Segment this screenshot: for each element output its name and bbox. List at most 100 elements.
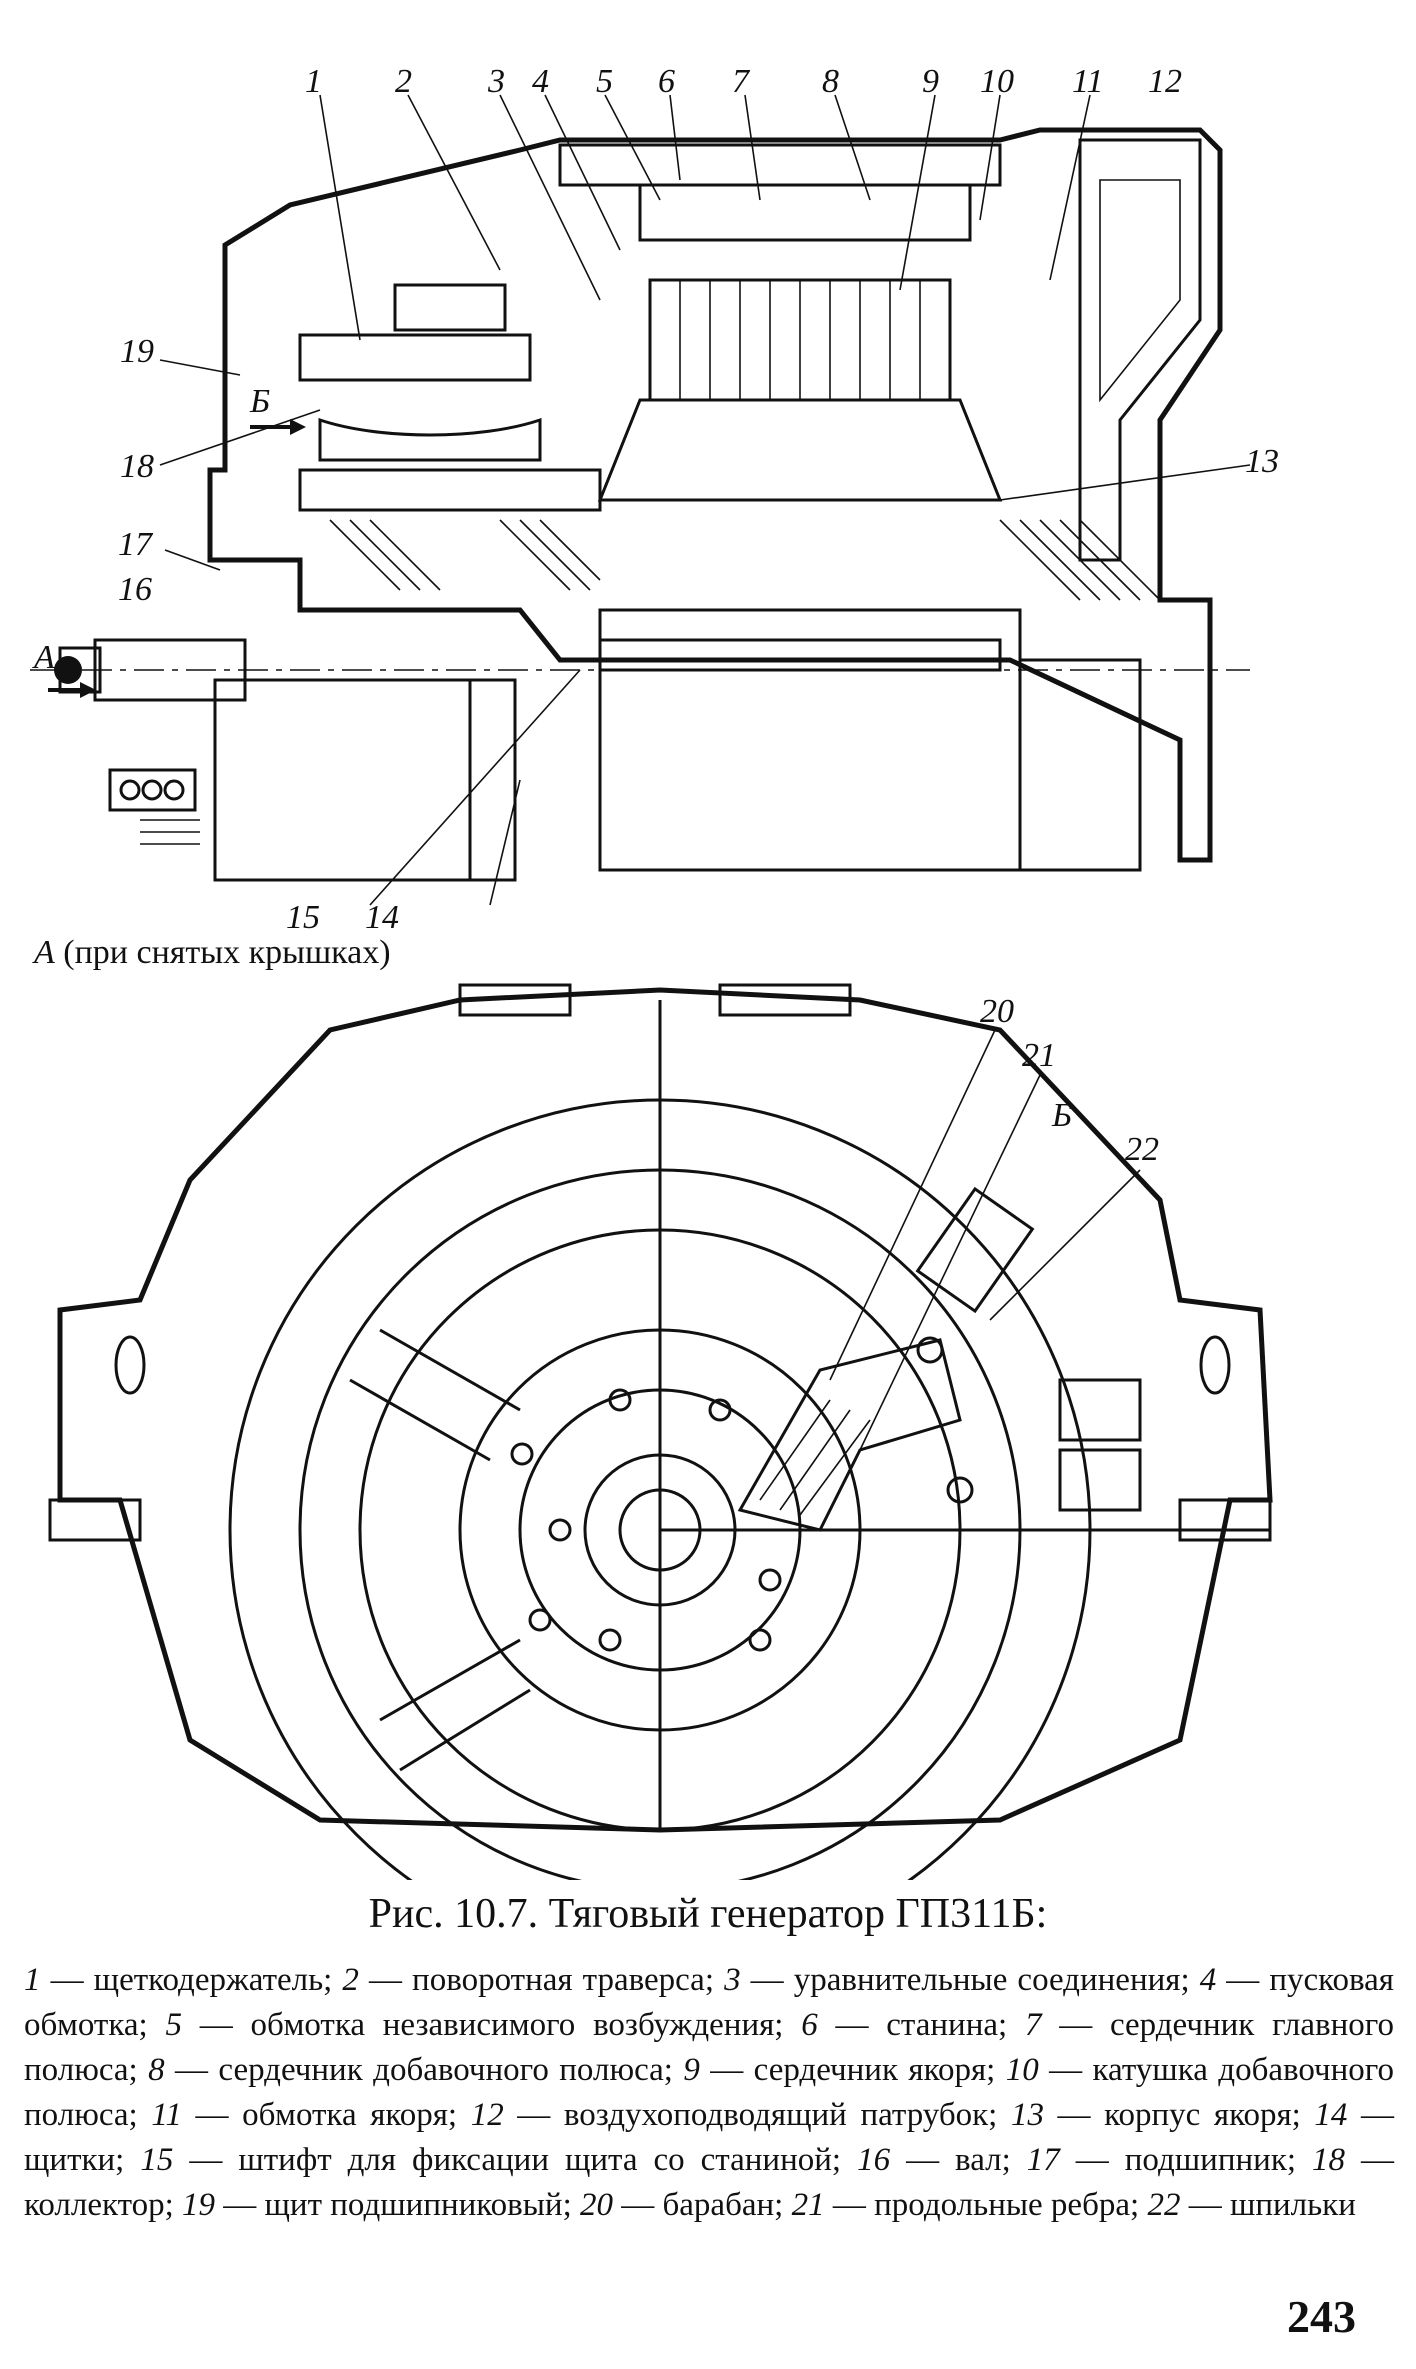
legend-item-number: 20 xyxy=(580,2187,613,2223)
callout-12: 12 xyxy=(1148,63,1182,100)
legend-item-number: 13 xyxy=(1010,2097,1044,2133)
callout-2: 2 xyxy=(395,63,412,100)
legend-item-text: — шпильки xyxy=(1180,2187,1356,2223)
legend-item-number: 7 xyxy=(1024,2007,1042,2043)
legend-item: 14 — щитки; xyxy=(24,2097,1394,2178)
callout-18: 18 xyxy=(120,448,154,485)
legend-item-text: — обмотка якоря; xyxy=(181,2097,471,2133)
letter-b-bottom: Б xyxy=(1051,1097,1072,1134)
technical-drawing: 1 2 3 4 5 6 7 8 9 10 11 12 13 14 15 16 1… xyxy=(30,63,1279,1880)
legend-item-text: — уравнительные соединения; xyxy=(740,1962,1200,1998)
letter-a-top: А xyxy=(32,639,55,676)
legend-item-text: — катушка добавочного полюса; xyxy=(24,2052,1394,2133)
legend-item-number: 15 xyxy=(140,2142,174,2178)
legend-item-number: 22 xyxy=(1147,2187,1181,2223)
letter-b-top: Б xyxy=(249,383,270,420)
figure-caption-title: Рис. 10.7. Тяговый генератор ГП311Б: xyxy=(368,1891,1048,1937)
figure-caption-legend: 1 — щеткодержатель; 2 — поворотная траве… xyxy=(24,1958,1394,2228)
callout-15: 15 xyxy=(286,899,320,936)
legend-item-number: 10 xyxy=(1005,2052,1039,2088)
legend-item: 17 — подшипник; xyxy=(1027,2142,1312,2178)
legend-item-number: 17 xyxy=(1026,2142,1060,2178)
legend-item: 18 — коллектор; xyxy=(24,2142,1394,2223)
legend-item-number: 2 xyxy=(342,1962,359,1998)
legend-item-number: 3 xyxy=(724,1962,741,1998)
legend-item-text: — станина; xyxy=(817,2007,1025,2043)
legend-item-number: 16 xyxy=(857,2142,891,2178)
legend-item: 19 — щит подшипниковый; xyxy=(182,2187,580,2223)
legend-item-number: 5 xyxy=(165,2007,182,2043)
arrow-b-icon xyxy=(250,419,306,435)
callout-1: 1 xyxy=(305,63,322,100)
legend-item: 15 — штифт для фиксации щита со станиной… xyxy=(140,2142,857,2178)
legend-item: 6 — станина; xyxy=(801,2007,1025,2043)
legend-item: 21 — продольные ребра; xyxy=(792,2187,1148,2223)
legend-item-number: 21 xyxy=(791,2187,825,2223)
callout-5: 5 xyxy=(596,63,613,100)
legend-item-number: 14 xyxy=(1314,2097,1348,2133)
legend-item-text: — обмотка независимого возбуждения; xyxy=(181,2007,802,2043)
view-a-text: (при снятых крышках) xyxy=(63,934,391,971)
legend-item: 4 — пусковая обмотка; xyxy=(24,1962,1394,2043)
legend-item-text: — сердечник главного полюса; xyxy=(24,2007,1395,2088)
legend-item-number: 11 xyxy=(151,2097,182,2133)
legend-item-text: — корпус якоря; xyxy=(1043,2097,1315,2133)
callout-6: 6 xyxy=(658,63,675,100)
legend-item-number: 4 xyxy=(1199,1962,1217,1998)
legend-item-text: — барабан; xyxy=(613,2187,792,2223)
legend-item: 13 — корпус якоря; xyxy=(1011,2097,1314,2133)
callout-19: 19 xyxy=(120,333,154,370)
callout-14: 14 xyxy=(365,899,399,936)
callout-21: 21 xyxy=(1022,1037,1056,1074)
page-number: 243 xyxy=(1287,2291,1356,2342)
legend-item-text: — воздухоподводящий патрубок; xyxy=(503,2097,1011,2133)
callout-22: 22 xyxy=(1125,1131,1159,1168)
longitudinal-section xyxy=(30,94,1251,906)
legend-item-text: — щитки; xyxy=(24,2097,1395,2178)
legend-item-number: 18 xyxy=(1312,2142,1346,2178)
end-view xyxy=(48,983,1273,1880)
figure-generator-drawing: 1 2 3 4 5 6 7 8 9 10 11 12 13 14 15 16 1… xyxy=(30,63,1279,1880)
legend-item-text: — поворотная траверса; xyxy=(358,1962,725,1998)
callout-3: 3 xyxy=(487,63,505,100)
legend-item: 16 — вал; xyxy=(857,2142,1027,2178)
callout-11: 11 xyxy=(1072,63,1103,100)
legend-item-number: 19 xyxy=(182,2187,216,2223)
legend-item: 2 — поворотная траверса; xyxy=(342,1962,724,1998)
legend-item-number: 6 xyxy=(801,2007,818,2043)
view-a-letter: А xyxy=(34,934,55,971)
legend-item-number: 1 xyxy=(24,1962,41,1998)
legend-item-number: 9 xyxy=(683,2052,700,2088)
legend-item-text: — подшипник; xyxy=(1059,2142,1313,2178)
legend-item-number: 12 xyxy=(470,2097,504,2133)
legend-item: 11 — обмотка якоря; xyxy=(151,2097,470,2133)
legend-item: 9 — сердечник якоря; xyxy=(683,2052,1005,2088)
legend-item-text: — щит подшипниковый; xyxy=(215,2187,580,2223)
callout-8: 8 xyxy=(822,63,839,100)
legend-item: 12 — воздухоподводящий патрубок; xyxy=(471,2097,1011,2133)
callout-9: 9 xyxy=(922,63,939,100)
legend-item-text: — сердечник добавочного полюса; xyxy=(164,2052,684,2088)
callout-4: 4 xyxy=(532,63,549,100)
legend-item: 1 — щеткодержатель; xyxy=(24,1962,342,1998)
callout-13: 13 xyxy=(1245,443,1279,480)
view-a-label: А (при снятых крышках) xyxy=(34,934,391,972)
legend-item-text: — коллектор; xyxy=(24,2142,1395,2223)
legend-item-text: — вал; xyxy=(890,2142,1027,2178)
legend-item: 8 — сердечник добавочного полюса; xyxy=(148,2052,683,2088)
legend-item: 5 — обмотка независимого возбуждения; xyxy=(165,2007,801,2043)
legend-item: 20 — барабан; xyxy=(580,2187,792,2223)
legend-item-text: — штифт для фиксации щита со станиной; xyxy=(173,2142,858,2178)
legend-item-text: — сердечник якоря; xyxy=(699,2052,1006,2088)
legend-item: 3 — уравнительные соединения; xyxy=(724,1962,1200,1998)
legend-item-number: 8 xyxy=(148,2052,165,2088)
legend-item: 10 — катушка добавочного полюса; xyxy=(24,2052,1394,2133)
legend-item-text: — продольные ребра; xyxy=(824,2187,1148,2223)
callout-7: 7 xyxy=(732,63,751,100)
arrow-a-icon xyxy=(48,682,96,698)
legend-item: 7 — сердечник главного полюса; xyxy=(24,2007,1394,2088)
legend-item-text: — пусковая обмотка; xyxy=(24,1962,1394,2043)
legend-item: 22 — шпильки xyxy=(1147,2187,1355,2223)
callout-10: 10 xyxy=(980,63,1014,100)
callout-16: 16 xyxy=(118,571,152,608)
